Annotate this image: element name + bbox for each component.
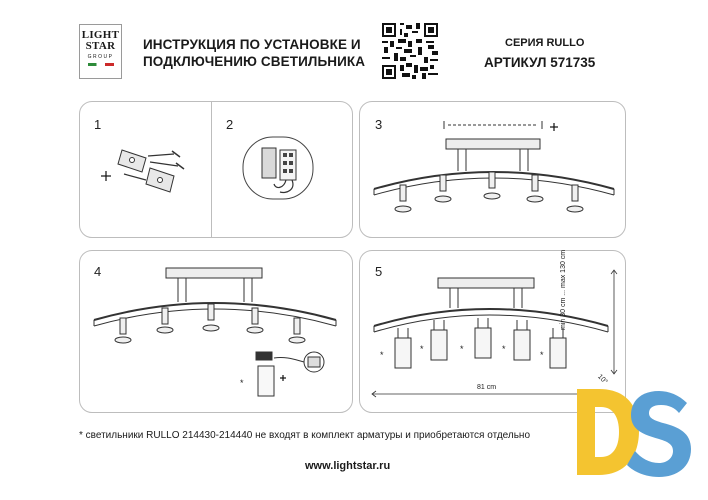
series-label: СЕРИЯ RULLO	[505, 37, 585, 49]
fixture-assembly-step5: * * * * *	[371, 269, 618, 398]
fixture-assembly-step3	[373, 121, 615, 213]
footnote: * светильники RULLO 214430-214440 не вхо…	[79, 430, 531, 441]
svg-text:*: *	[540, 350, 544, 360]
logo-line-3: GROUP	[87, 54, 114, 60]
svg-text:*: *	[460, 344, 464, 354]
logo-line-1: LIGHT	[81, 29, 120, 41]
step-number-4: 4	[94, 264, 102, 279]
svg-text:*: *	[502, 344, 506, 354]
panel-divider	[211, 101, 212, 238]
height-dimension: min 30 cm ... max 130 cm	[560, 249, 567, 330]
article-number: АРТИКУЛ 571735	[484, 55, 596, 70]
brand-logo: LIGHT STAR GROUP	[79, 24, 122, 79]
document-title: ИНСТРУКЦИЯ ПО УСТАНОВКЕ И ПОДКЛЮЧЕНИЮ СВ…	[143, 36, 365, 70]
svg-text:*: *	[380, 350, 384, 360]
wire-terminal-icon	[242, 136, 314, 200]
logo-line-2: STAR	[85, 40, 116, 52]
step-panel-5	[359, 250, 626, 413]
website-link[interactable]: www.lightstar.ru	[305, 460, 391, 472]
step-panel-3	[359, 101, 626, 238]
svg-text:*: *	[420, 344, 424, 354]
mounting-bracket-screws-icon	[101, 149, 185, 193]
svg-text:*: *	[240, 378, 244, 388]
title-line-2: ПОДКЛЮЧЕНИЮ СВЕТИЛЬНИКА	[143, 54, 366, 69]
step-number-1: 1	[94, 117, 102, 132]
step-number-3: 3	[375, 117, 383, 132]
ds-watermark-logo	[577, 389, 691, 477]
width-dimension: 81 cm	[477, 384, 497, 391]
qr-code-icon[interactable]	[382, 23, 438, 79]
step-number-5: 5	[375, 264, 383, 279]
title-line-1: ИНСТРУКЦИЯ ПО УСТАНОВКЕ И	[143, 37, 361, 52]
fixture-assembly-step4: *	[93, 267, 337, 397]
step-number-2: 2	[226, 117, 234, 132]
italian-flag-icon	[87, 63, 114, 66]
